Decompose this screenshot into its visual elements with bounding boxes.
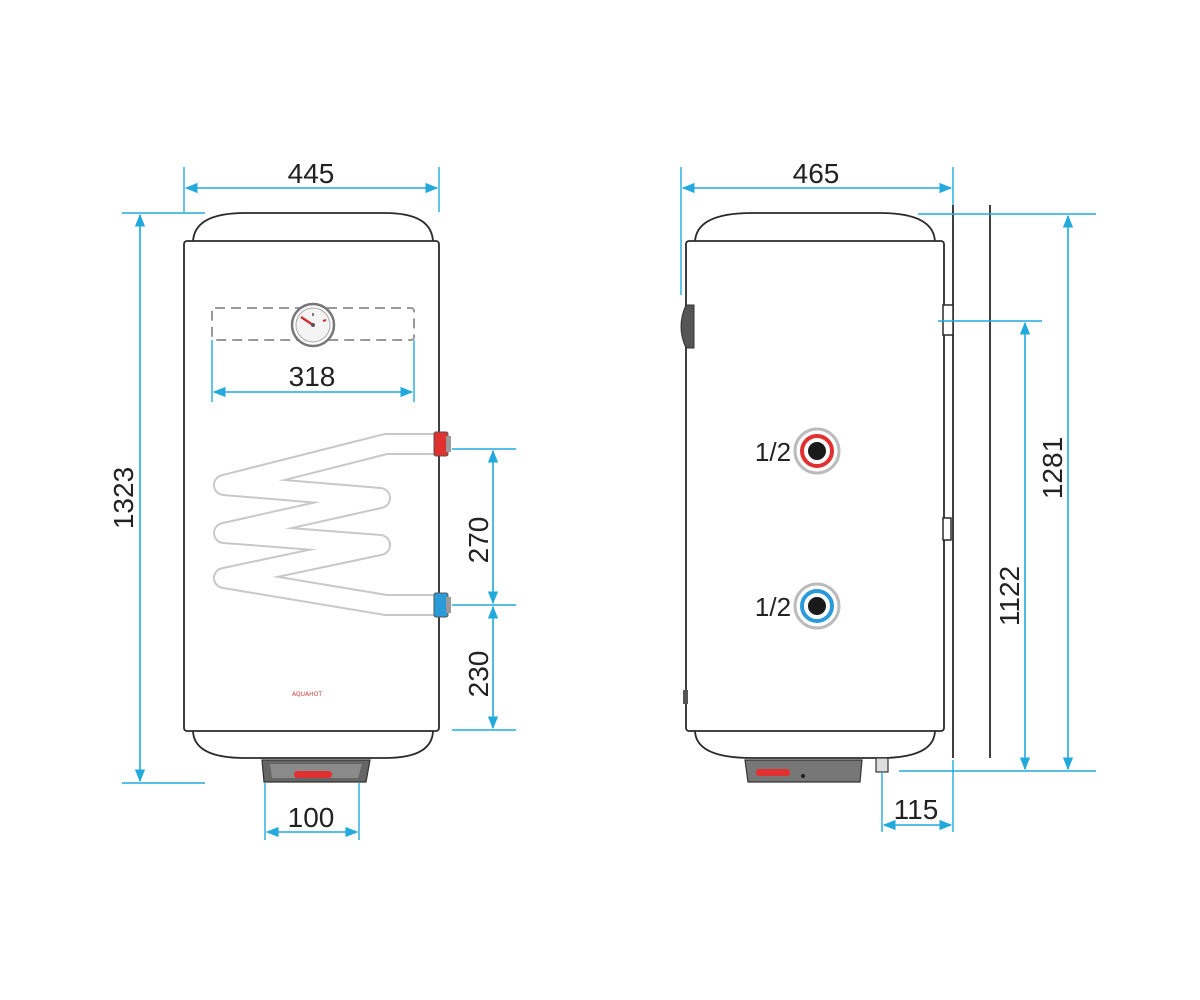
bottom-flange — [261, 759, 371, 783]
cold-connection-icon — [793, 582, 841, 630]
mount-height-label: 1122 — [994, 566, 1025, 626]
flange-label: 100 — [288, 802, 335, 833]
hot-connection-icon — [793, 427, 841, 475]
side-view: 1/2 1/2 465 — [680, 158, 1096, 832]
cold-connection-label: 1/2 — [755, 592, 791, 622]
width-label: 445 — [288, 158, 335, 189]
side-knob-icon — [680, 304, 695, 349]
heat-exchanger-coil — [213, 433, 449, 616]
thermometer-icon — [290, 302, 336, 348]
side-extension-lines — [680, 167, 1096, 832]
hot-connector-icon — [433, 431, 451, 457]
side-bottom-flange — [744, 757, 889, 783]
coil-spacing-label: 270 — [463, 517, 494, 564]
front-extension-lines — [122, 167, 516, 840]
brand-logo: AQUAHOT — [292, 691, 322, 698]
front-view: AQUAHOT 445 1323 — [108, 158, 516, 840]
wall-bracket-bottom — [942, 517, 952, 541]
bottom-offset-label: 115 — [894, 794, 939, 825]
lower-pipe-label: 230 — [463, 651, 494, 698]
thermometer-zone-label: 318 — [289, 361, 336, 392]
total-height-label: 1281 — [1037, 437, 1068, 499]
hot-connection-label: 1/2 — [755, 437, 791, 467]
side-tank — [685, 212, 945, 759]
cold-connector-icon — [433, 592, 451, 618]
depth-label: 465 — [793, 158, 840, 189]
height-label: 1323 — [108, 467, 139, 529]
side-drain-nub — [683, 690, 688, 704]
wall-bracket-top — [942, 304, 954, 336]
